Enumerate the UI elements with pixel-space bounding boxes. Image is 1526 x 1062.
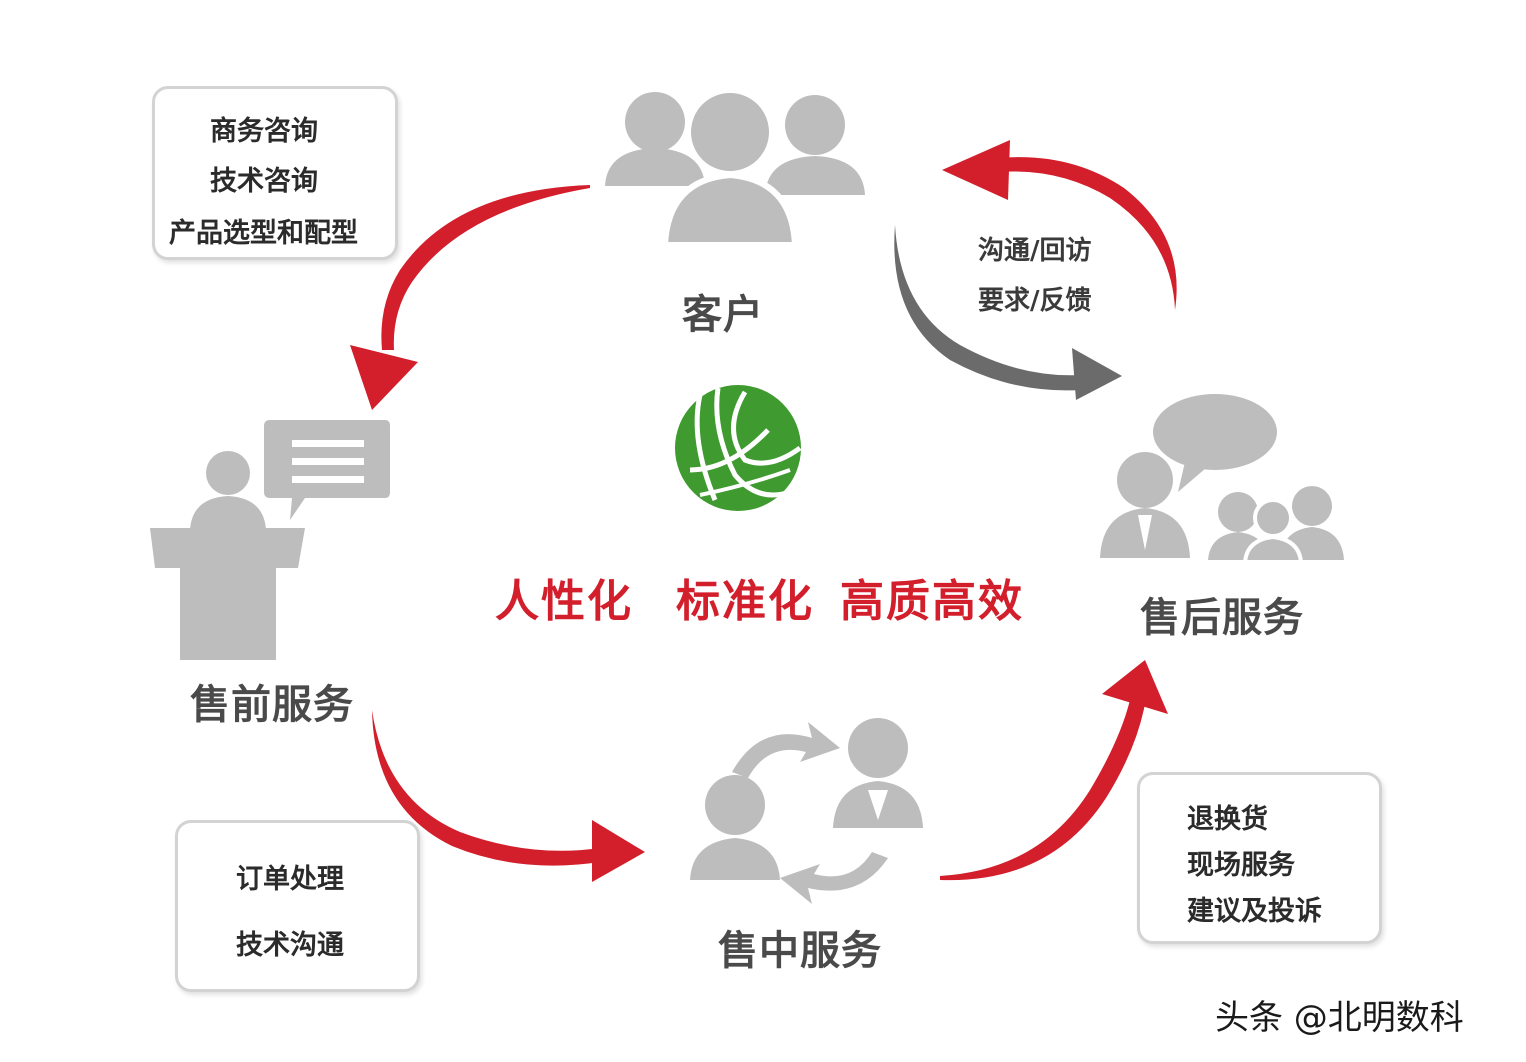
watermark-text: 头条 @北明数科 <box>1215 998 1464 1038</box>
node-label-customer: 客户 <box>682 292 764 338</box>
slogan-high-quality: 高质高效 <box>840 576 1024 627</box>
node-label-in-sales: 售中服务 <box>718 928 882 974</box>
pre-sales-items-box: 商务咨询 技术咨询 产品选型和配型 <box>152 86 398 260</box>
arrow-aftersales-to-customer <box>942 140 1177 310</box>
feedback-note: 要求/反馈 <box>978 286 1092 316</box>
arrow-insales-to-aftersales <box>940 660 1168 881</box>
in-sales-item: 技术沟通 <box>236 930 344 961</box>
after-sales-item: 退换货 <box>1187 804 1268 835</box>
node-label-pre-sales: 售前服务 <box>190 682 354 728</box>
after-sales-team-icon <box>1100 394 1344 564</box>
pre-sales-item: 商务咨询 <box>210 116 318 147</box>
in-sales-item: 订单处理 <box>236 864 344 895</box>
customer-group-icon <box>605 87 865 248</box>
node-label-after-sales: 售后服务 <box>1140 595 1304 641</box>
arrow-customer-to-presales <box>350 185 590 410</box>
slogan-standardized: 标准化 <box>676 576 814 627</box>
company-logo <box>675 385 802 511</box>
slogan-humanized: 人性化 <box>495 576 633 627</box>
exchange-people-icon <box>690 718 923 904</box>
after-sales-item: 现场服务 <box>1187 850 1295 881</box>
in-sales-items-box: 订单处理 技术沟通 <box>175 820 420 992</box>
arrow-presales-to-insales <box>372 710 645 882</box>
arrow-customer-to-aftersales <box>894 225 1122 400</box>
feedback-note: 沟通/回访 <box>978 236 1092 266</box>
podium-speaker-icon <box>150 420 390 660</box>
pre-sales-item: 技术咨询 <box>210 166 318 197</box>
after-sales-items-box: 退换货 现场服务 建议及投诉 <box>1137 772 1382 944</box>
pre-sales-item: 产品选型和配型 <box>169 218 358 249</box>
after-sales-item: 建议及投诉 <box>1187 896 1322 927</box>
